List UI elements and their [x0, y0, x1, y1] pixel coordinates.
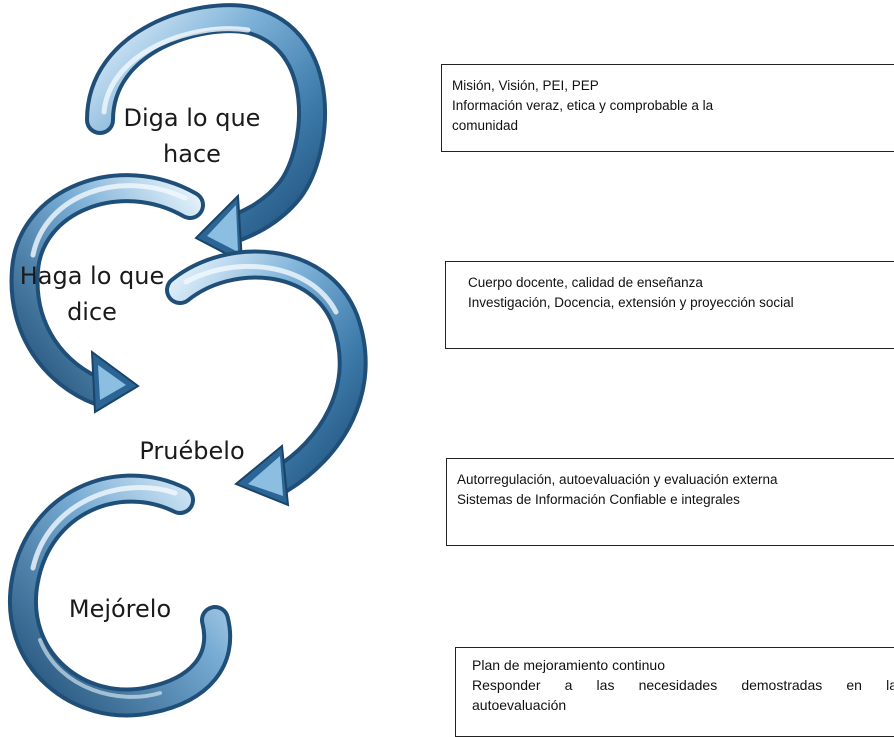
stage-line: Pruébelo	[139, 437, 245, 465]
note-line: Responder a las necesidades demostradas …	[472, 677, 894, 693]
arrow-2	[9, 173, 205, 414]
note-line: comunidad	[452, 118, 519, 133]
stage-label-haga: Haga lo que dice	[12, 258, 172, 330]
note-box-pruebelo: Autorregulación, autoevaluación y evalua…	[446, 458, 894, 546]
note-line: Plan de mejoramiento continuo	[472, 657, 666, 673]
note-line: Información veraz, etica y comprobable a…	[452, 98, 714, 113]
stage-label-mejorelo: Mejórelo	[40, 591, 200, 627]
arrow-1	[85, 3, 328, 264]
stage-line: Diga lo que	[123, 104, 261, 132]
stage-label-diga: Diga lo que hace	[112, 100, 272, 172]
note-box-haga: Cuerpo docente, calidad de enseñanza Inv…	[445, 261, 894, 349]
note-box-mejorelo: Plan de mejoramiento continuo Responder …	[455, 647, 894, 737]
stage-label-pruebelo: Pruébelo	[112, 433, 272, 469]
note-line: autoevaluación	[472, 697, 567, 713]
note-line: Cuerpo docente, calidad de enseñanza	[468, 275, 703, 290]
note-line: Sistemas de Información Confiable e inte…	[457, 492, 740, 507]
stage-line: dice	[67, 298, 117, 326]
note-line: Investigación, Docencia, extensión y pro…	[468, 295, 794, 310]
note-line: Misión, Visión, PEI, PEP	[452, 78, 599, 93]
stage-line: Haga lo que	[19, 262, 165, 290]
stage-line: hace	[163, 140, 221, 168]
note-box-diga: Misión, Visión, PEI, PEP Información ver…	[441, 64, 894, 152]
note-line: Autorregulación, autoevaluación y evalua…	[457, 472, 778, 487]
arrow-3	[165, 249, 368, 507]
stage-line: Mejórelo	[68, 595, 172, 623]
arrow-4	[8, 473, 233, 718]
